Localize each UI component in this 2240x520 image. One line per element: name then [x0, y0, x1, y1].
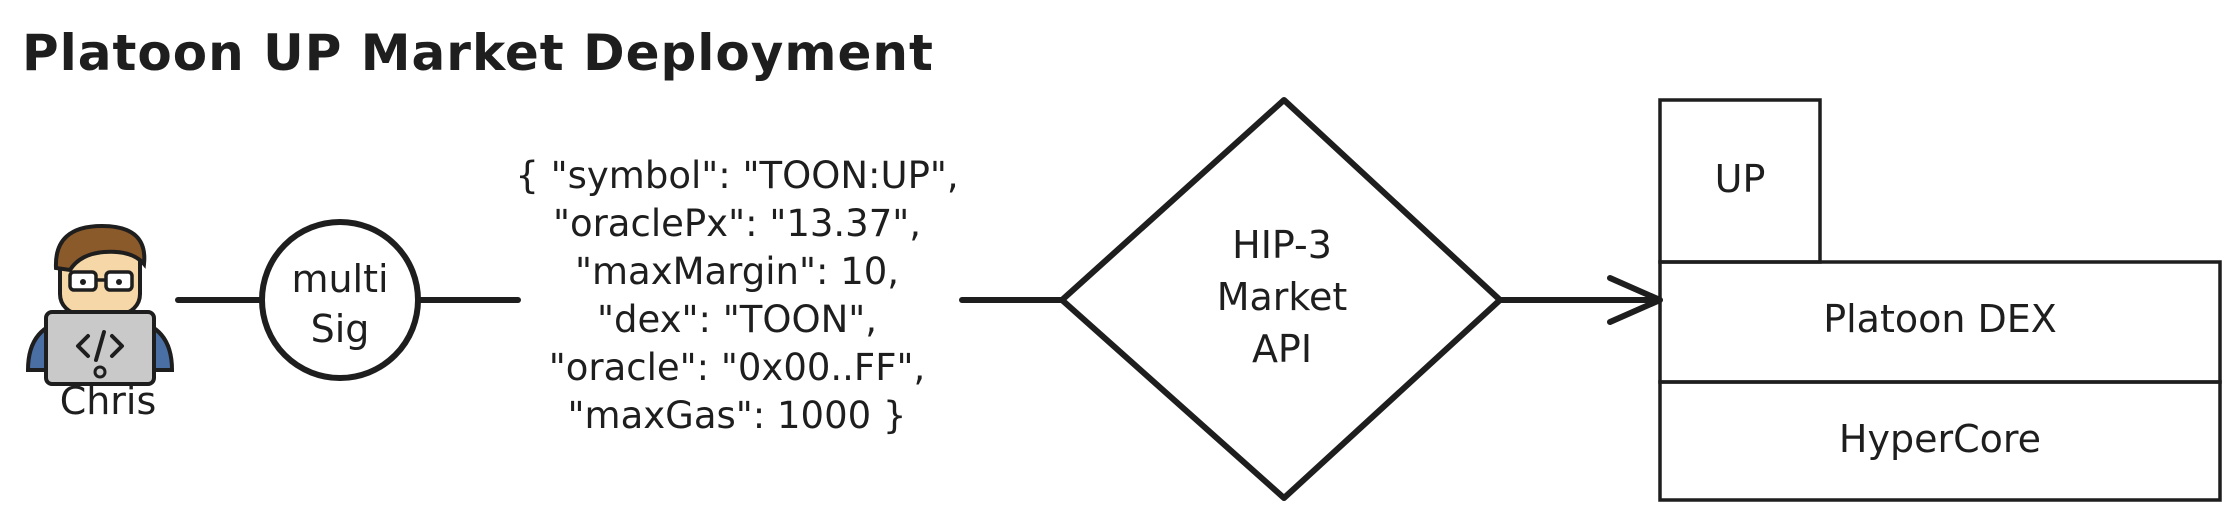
api-label-line1: HIP-3 [1232, 223, 1332, 267]
platoon-dex-label: Platoon DEX [1823, 297, 2057, 341]
arrow-api-to-dex [1497, 275, 1663, 325]
payload-line: { "symbol": "TOON:UP", [515, 154, 958, 197]
developer-laptop-icon [25, 223, 175, 386]
multisig-label-line2: Sig [311, 307, 370, 351]
hypercore-box [1658, 380, 2222, 502]
api-label-line2: Market [1217, 275, 1348, 319]
payload-line: "oracle": "0x00..FF", [549, 346, 926, 389]
hypercore-label: HyperCore [1839, 417, 2041, 461]
payload-json: { "symbol": "TOON:UP", "oraclePx": "13.3… [515, 154, 958, 437]
diagram-title: Platoon UP Market Deployment [22, 24, 934, 82]
multisig-label-line1: multi [291, 257, 388, 301]
hip3-api-node: HIP-3 Market API [1059, 97, 1503, 501]
actor-name: Chris [60, 379, 157, 423]
payload-line: "oraclePx": "13.37", [553, 202, 921, 245]
payload-line: "maxGas": 1000 } [568, 394, 907, 437]
multisig-node: multi Sig [259, 219, 421, 381]
protocol-stack: UP Platoon DEX HyperCore [1658, 98, 2222, 502]
api-diamond [1059, 97, 1503, 501]
payload-line: "maxMargin": 10, [575, 250, 899, 293]
payload-line: "dex": "TOON", [597, 298, 877, 341]
up-market-label: UP [1715, 157, 1766, 201]
api-label-line3: API [1252, 327, 1312, 371]
